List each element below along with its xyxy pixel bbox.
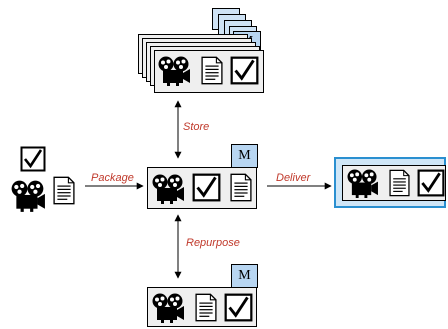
film-camera-icon	[10, 180, 46, 212]
film-camera-icon	[346, 169, 379, 198]
document-icon	[389, 169, 410, 197]
repurpose-label: Repurpose	[186, 237, 240, 249]
repurposed-package	[147, 287, 257, 327]
checkbox-check-icon	[417, 169, 445, 197]
stored-package	[154, 50, 264, 93]
store-label: Store	[183, 121, 210, 133]
document-icon	[201, 56, 223, 85]
checkbox-check-icon	[224, 293, 253, 322]
document-icon	[230, 173, 252, 202]
film-camera-icon	[157, 56, 191, 86]
document-icon	[53, 176, 75, 205]
film-camera-icon	[151, 174, 185, 204]
deliver-label: Deliver	[276, 172, 311, 184]
package-label: Package	[91, 172, 134, 184]
checkbox-check-icon	[192, 173, 221, 202]
film-camera-icon	[151, 293, 185, 323]
metadata-tab: M	[231, 264, 258, 288]
delivered-package-inner	[342, 165, 446, 201]
metadata-tab: M	[231, 144, 258, 168]
delivered-package	[334, 157, 446, 208]
central-package	[147, 167, 257, 209]
checkbox-check-icon	[20, 146, 46, 172]
document-icon	[195, 293, 217, 322]
checkbox-check-icon	[230, 56, 259, 85]
